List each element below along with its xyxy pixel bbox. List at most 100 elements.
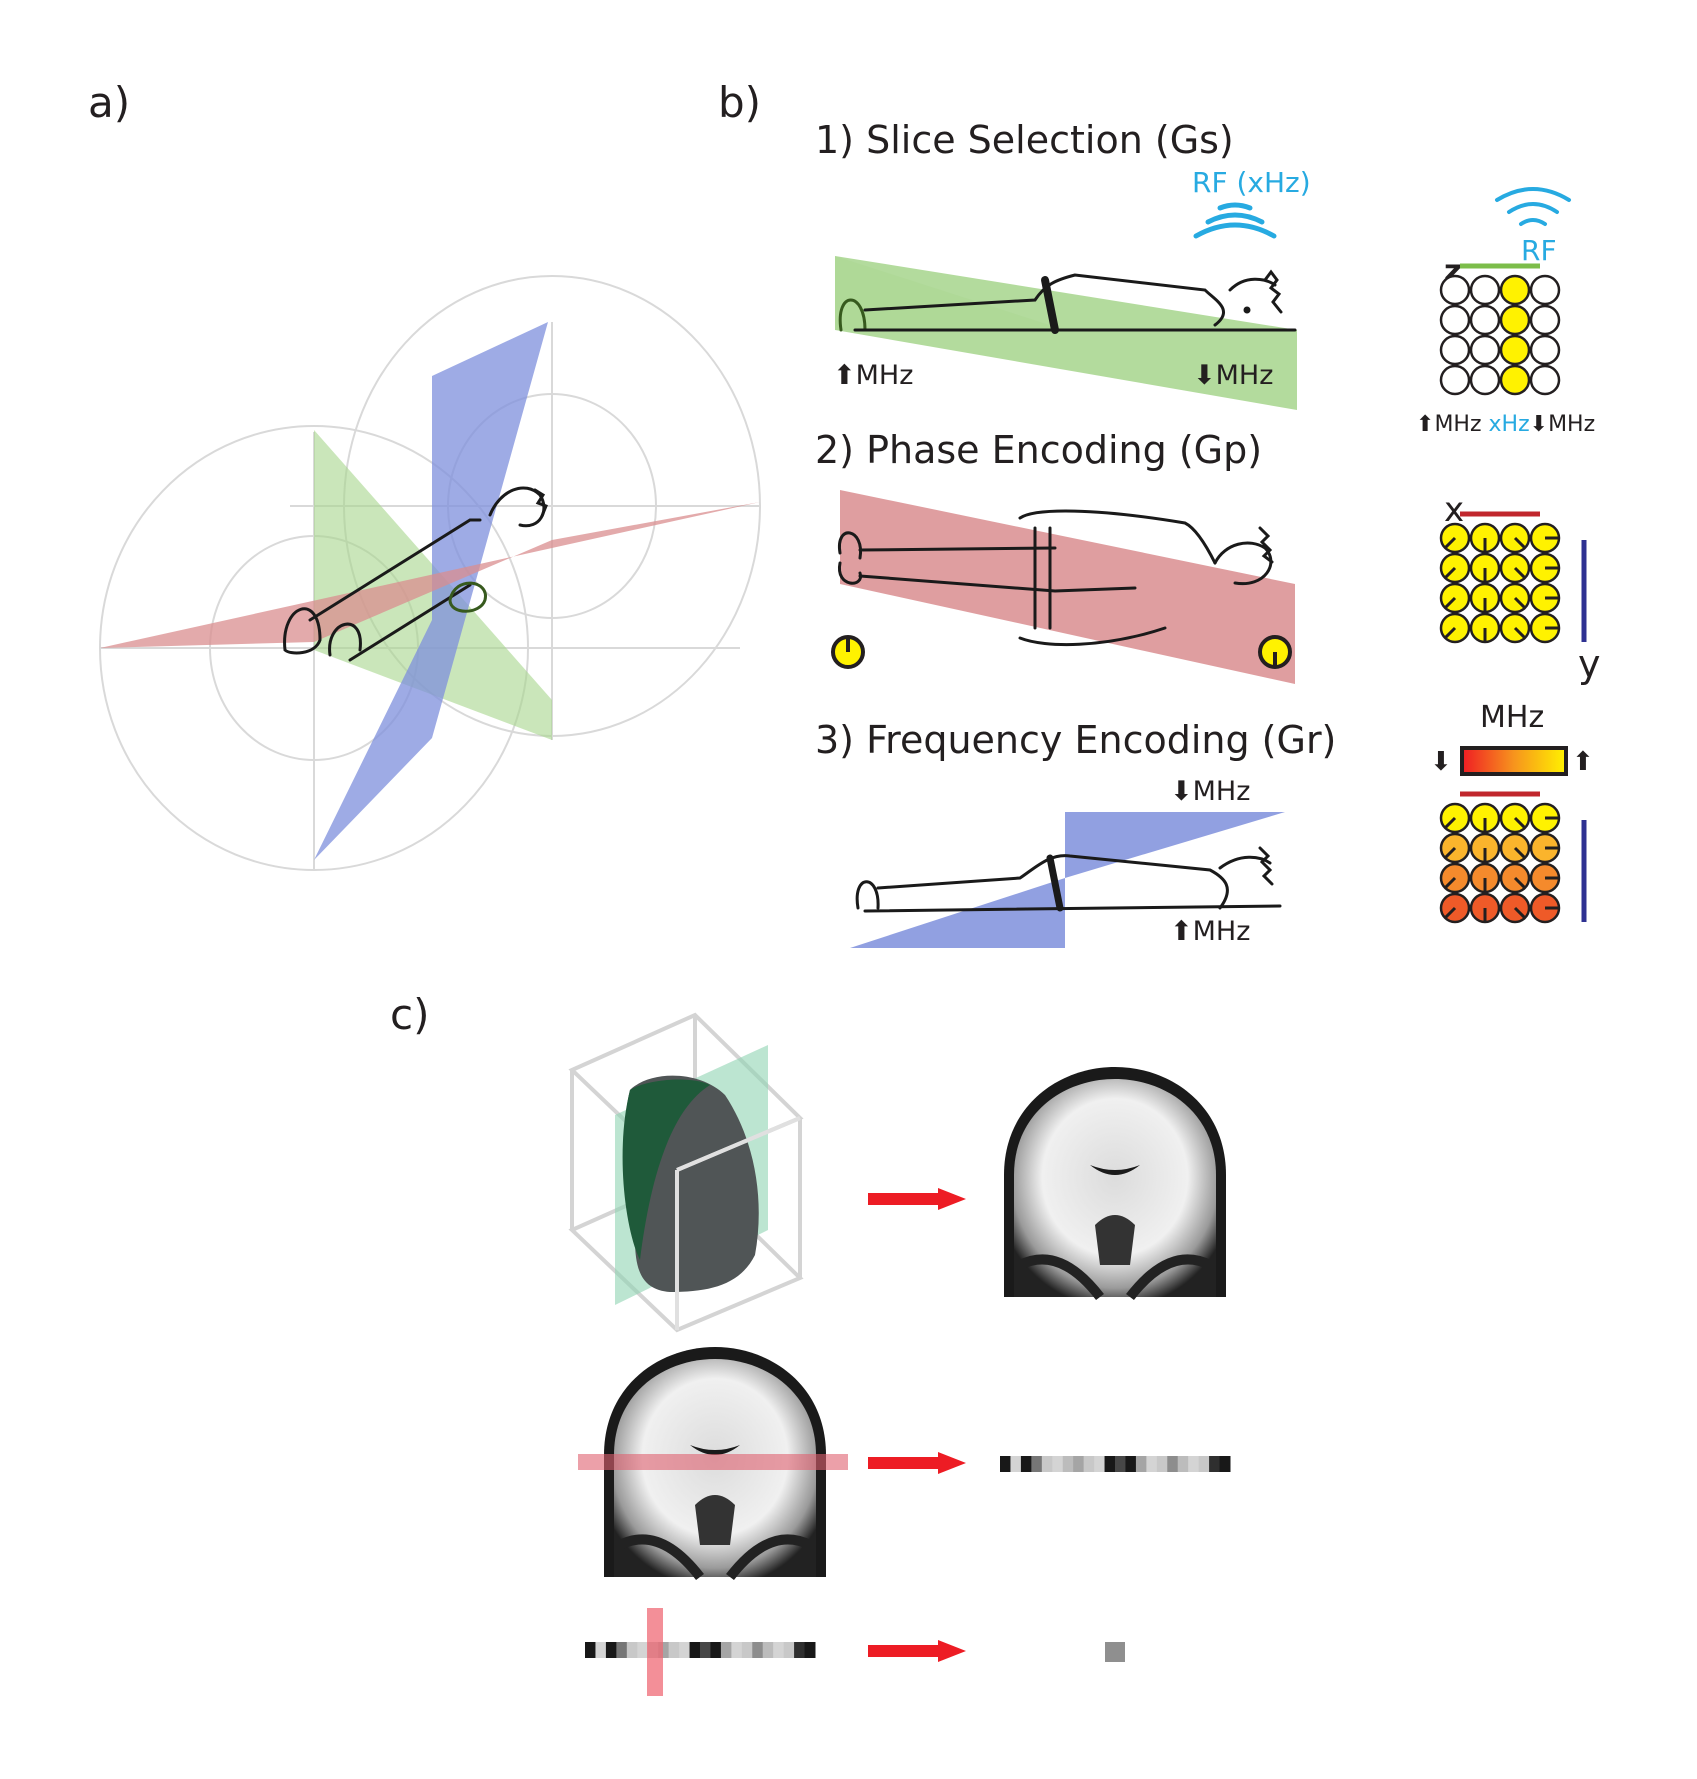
signal-cell bbox=[1198, 1456, 1210, 1472]
signal-cell bbox=[710, 1642, 722, 1658]
step1-right-freq: ⬇MHz bbox=[1193, 360, 1274, 391]
grid2-y-label: y bbox=[1578, 642, 1601, 686]
signal-cell bbox=[605, 1642, 617, 1658]
spin-idle bbox=[1439, 274, 1471, 306]
signal-cell bbox=[689, 1642, 701, 1658]
gradient-wedge-red bbox=[840, 490, 1295, 684]
phase-pointer bbox=[1513, 566, 1526, 579]
signal-cell bbox=[794, 1642, 806, 1658]
spin-idle bbox=[1439, 304, 1471, 336]
signal-cell bbox=[1167, 1456, 1179, 1472]
step2-gradient-diagram bbox=[831, 490, 1295, 684]
step3-gradient-diagram bbox=[850, 812, 1285, 948]
step3-title: 3) Frequency Encoding (Gr) bbox=[815, 718, 1337, 762]
arrow-right-icon bbox=[868, 1640, 966, 1662]
spin-idle bbox=[1469, 334, 1501, 366]
grid3-phase-freq-grid bbox=[1439, 791, 1587, 924]
spin-excited bbox=[1499, 334, 1531, 366]
signal-cell bbox=[773, 1642, 785, 1658]
arrow-up-icon: ⬆ bbox=[833, 360, 856, 391]
phase-pointer bbox=[1444, 906, 1457, 919]
signal-cell bbox=[1000, 1456, 1011, 1472]
plane-red bbox=[100, 502, 760, 648]
signal-cell bbox=[1104, 1456, 1116, 1472]
phase-pointer bbox=[1513, 596, 1526, 609]
signal-cell bbox=[752, 1642, 764, 1658]
signal-cell bbox=[1219, 1456, 1231, 1472]
grid1-rf-label: RF bbox=[1521, 234, 1557, 267]
arrow-up-icon: ⬆ bbox=[1416, 412, 1435, 437]
step1-left-freq: ⬆MHz bbox=[833, 360, 914, 391]
rf-wave-icon bbox=[1193, 202, 1277, 239]
arrow-up-icon: ⬆ bbox=[1170, 916, 1193, 947]
phase-pointer bbox=[1444, 626, 1457, 639]
signal-cell bbox=[1010, 1456, 1022, 1472]
signal-cell bbox=[1083, 1456, 1095, 1472]
phase-pointer bbox=[1444, 596, 1457, 609]
person-sketch bbox=[283, 486, 548, 662]
signal-cell bbox=[1062, 1456, 1074, 1472]
signal-cell bbox=[731, 1642, 743, 1658]
panel-a-planes-diagram bbox=[99, 275, 761, 871]
signal-cell bbox=[1031, 1456, 1043, 1472]
coronal-mri-slice-1 bbox=[1004, 1067, 1226, 1301]
signal-cell bbox=[1146, 1456, 1158, 1472]
phase-pointer bbox=[1513, 846, 1526, 859]
person-lying-sketch bbox=[837, 509, 1274, 647]
column-selection-band bbox=[647, 1608, 663, 1696]
spin-idle bbox=[1439, 334, 1471, 366]
signal-cell bbox=[1188, 1456, 1200, 1472]
signal-cell bbox=[1135, 1456, 1147, 1472]
frequency-gradient-bar bbox=[1460, 746, 1568, 776]
arrow-down-icon: ⬇ bbox=[1529, 412, 1549, 437]
phase-pointer bbox=[1513, 626, 1526, 639]
frequency-scale-bar: ⬇ ⬆ bbox=[1430, 746, 1594, 777]
signal-cell bbox=[585, 1642, 596, 1658]
spin-idle bbox=[1469, 364, 1501, 396]
signal-cell bbox=[783, 1642, 795, 1658]
gradient-wedge-green bbox=[835, 256, 1297, 410]
signal-cell bbox=[1073, 1456, 1085, 1472]
signal-cell bbox=[741, 1642, 753, 1658]
phase-pointer bbox=[1513, 906, 1526, 919]
person-lying-sketch bbox=[838, 269, 1297, 334]
panel-a-label: a) bbox=[88, 78, 131, 127]
single-voxel bbox=[1105, 1642, 1125, 1662]
grid1-bottom-labels: ⬆MHz xHz⬇MHz bbox=[1416, 412, 1595, 437]
signal-cell bbox=[804, 1642, 816, 1658]
step3-top-freq: ⬇MHz bbox=[1170, 776, 1251, 807]
phase-pointer bbox=[1444, 536, 1457, 549]
gradient-wedge-blue-top bbox=[1065, 812, 1285, 878]
panel-b-label: b) bbox=[718, 78, 762, 127]
phase-pointer bbox=[1513, 876, 1526, 889]
step1-title: 1) Slice Selection (Gs) bbox=[815, 118, 1234, 162]
grid2-x-label: x bbox=[1444, 490, 1465, 530]
signal-cell bbox=[679, 1642, 691, 1658]
arrow-down-icon: ⬇ bbox=[1430, 747, 1452, 777]
phase-pointer bbox=[1444, 566, 1457, 579]
grid1-spin-grid bbox=[1439, 263, 1561, 396]
signal-cell bbox=[616, 1642, 628, 1658]
arrow-up-icon: ⬆ bbox=[1572, 747, 1594, 777]
phase-pointer bbox=[1444, 876, 1457, 889]
step1-gradient-diagram bbox=[835, 256, 1297, 410]
step3-bottom-freq: ⬆MHz bbox=[1170, 916, 1251, 947]
signal-cell bbox=[668, 1642, 680, 1658]
signal-cell bbox=[700, 1642, 711, 1658]
arrow-right-icon bbox=[868, 1188, 966, 1210]
spin-excited bbox=[1499, 274, 1531, 306]
head-3d-render bbox=[568, 1012, 804, 1333]
plane-blue bbox=[314, 322, 548, 860]
signal-row-strip bbox=[1000, 1456, 1231, 1472]
phase-pointer bbox=[1444, 816, 1457, 829]
signal-cell bbox=[1115, 1456, 1126, 1472]
signal-cell bbox=[1041, 1456, 1053, 1472]
signal-cell bbox=[595, 1642, 607, 1658]
signal-cell bbox=[1020, 1456, 1032, 1472]
spin-idle bbox=[1529, 334, 1561, 366]
signal-cell bbox=[1209, 1456, 1221, 1472]
signal-cell bbox=[1125, 1456, 1137, 1472]
arrow-down-icon: ⬇ bbox=[1170, 776, 1193, 807]
gradient-wedge-blue-bottom bbox=[850, 878, 1065, 948]
spin-idle bbox=[1529, 304, 1561, 336]
